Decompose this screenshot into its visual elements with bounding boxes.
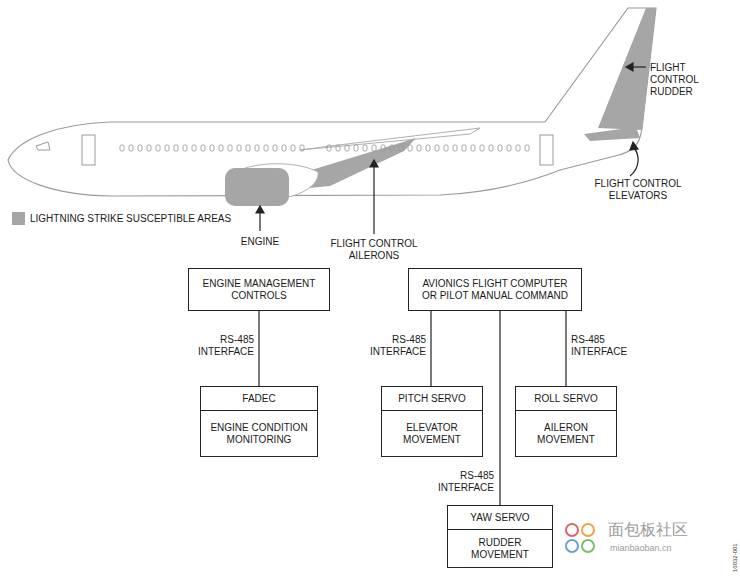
airplane — [8, 8, 656, 234]
controller-box: ENGINE MANAGEMENT CONTROLS — [188, 268, 330, 311]
box-text: ENGINE CONDITION MONITORING — [201, 411, 317, 456]
box-heading: YAW SERVO — [448, 506, 552, 530]
box-text: ENGINE MANAGEMENT CONTROLS — [189, 269, 329, 310]
fuselage — [8, 8, 656, 196]
servo-box: ROLL SERVOAILERON MOVEMENT — [515, 386, 617, 457]
interface-label: RS-485 INTERFACE — [432, 470, 494, 494]
watermark: mianbaoban.cn — [610, 542, 700, 554]
part-label: FLIGHT CONTROL AILERONS — [322, 238, 426, 262]
watermark: 面包板社区 — [608, 521, 698, 539]
servo-box: PITCH SERVOELEVATOR MOVEMENT — [381, 386, 483, 457]
controller-box: AVIONICS FLIGHT COMPUTER OR PILOT MANUAL… — [408, 268, 582, 311]
box-text: RUDDER MOVEMENT — [448, 530, 552, 567]
box-heading: PITCH SERVO — [382, 387, 482, 411]
figure-number: 16032-001 — [729, 522, 740, 572]
interface-label: RS-485 INTERFACE — [366, 334, 426, 358]
door — [540, 135, 553, 165]
servo-box: FADECENGINE CONDITION MONITORING — [200, 386, 318, 457]
bus-connector — [430, 311, 431, 386]
bus-connector — [258, 311, 259, 386]
box-heading: FADEC — [201, 387, 317, 411]
box-text: AILERON MOVEMENT — [516, 411, 616, 456]
part-label: ENGINE — [232, 236, 288, 248]
interface-label: RS-485 INTERFACE — [571, 334, 633, 358]
bus-connector — [565, 311, 566, 386]
cockpit-window — [36, 142, 50, 150]
engine — [225, 168, 289, 206]
box-text: ELEVATOR MOVEMENT — [382, 411, 482, 456]
box-text: AVIONICS FLIGHT COMPUTER OR PILOT MANUAL… — [409, 269, 581, 310]
legend-swatch — [12, 212, 25, 225]
interface-label: RS-485 INTERFACE — [196, 334, 254, 358]
servo-box: YAW SERVORUDDER MOVEMENT — [447, 505, 553, 568]
legend-text: LIGHTNING STRIKE SUSCEPTIBLE AREAS — [30, 213, 231, 225]
wing-far — [300, 128, 480, 150]
door — [82, 135, 95, 165]
box-heading: ROLL SERVO — [516, 387, 616, 411]
part-label: FLIGHT CONTROL RUDDER — [650, 62, 730, 98]
elevator — [584, 127, 640, 141]
window-row — [120, 145, 529, 151]
leader-lines — [256, 63, 646, 234]
bus-connector — [499, 311, 500, 505]
part-label: FLIGHT CONTROL ELEVATORS — [590, 178, 686, 202]
watermark-logo — [566, 524, 594, 552]
rudder — [598, 8, 656, 130]
